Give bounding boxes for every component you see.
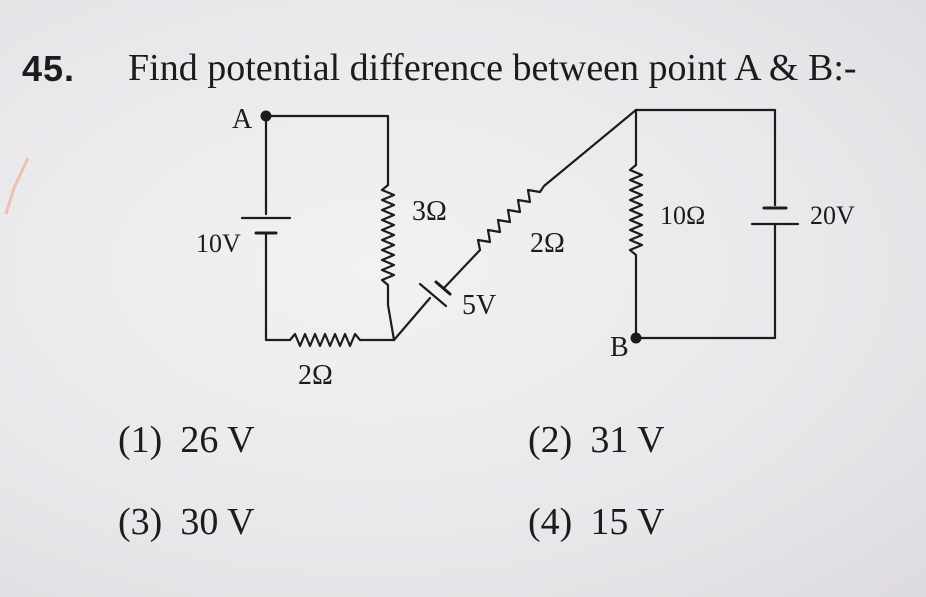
wire-diagonal-mid (442, 248, 482, 290)
resistor-diagonal-zigzag (476, 108, 638, 252)
option-1[interactable]: (1) 26 V (118, 418, 255, 462)
resistor-right-label: 10Ω (660, 201, 705, 230)
resistor-diagonal-label: 2Ω (530, 228, 565, 259)
battery-middle-long-plate (418, 282, 448, 308)
resistor-middle-zigzag (380, 183, 396, 342)
option-1-value: 26 V (180, 419, 255, 461)
point-a-dot (260, 110, 272, 122)
option-3[interactable]: (3) 30 V (118, 500, 255, 544)
wire-diagonal-lower (392, 296, 432, 342)
battery-right-label: 20V (810, 201, 855, 230)
question-number: 45. (22, 48, 76, 89)
option-4-value: 15 V (590, 501, 665, 543)
wire-left-down (264, 231, 292, 342)
option-4[interactable]: (4) 15 V (528, 500, 665, 544)
option-2-value: 31 V (590, 419, 665, 461)
point-a-label: A (232, 104, 253, 135)
battery-middle-label: 5V (462, 290, 496, 321)
resistor-right-zigzag (628, 163, 644, 340)
resistor-middle-label: 3Ω (412, 196, 447, 227)
wire-a-top (264, 114, 390, 187)
option-2[interactable]: (2) 31 V (528, 418, 665, 462)
pen-mark (4, 157, 30, 215)
wire-right-down (634, 222, 777, 340)
resistor-bottom-zigzag (288, 332, 396, 348)
point-b-dot (630, 332, 642, 344)
battery-left-label: 10V (196, 229, 241, 258)
option-1-number: (1) (118, 419, 163, 461)
question-text: Find potential difference between point … (128, 47, 857, 89)
wire-right-top (634, 108, 777, 207)
option-3-value: 30 V (180, 501, 255, 543)
option-4-number: (4) (528, 501, 573, 543)
option-2-number: (2) (528, 419, 573, 461)
resistor-bottom-label: 2Ω (298, 360, 333, 391)
option-3-number: (3) (118, 501, 163, 543)
point-b-label: B (610, 332, 629, 363)
